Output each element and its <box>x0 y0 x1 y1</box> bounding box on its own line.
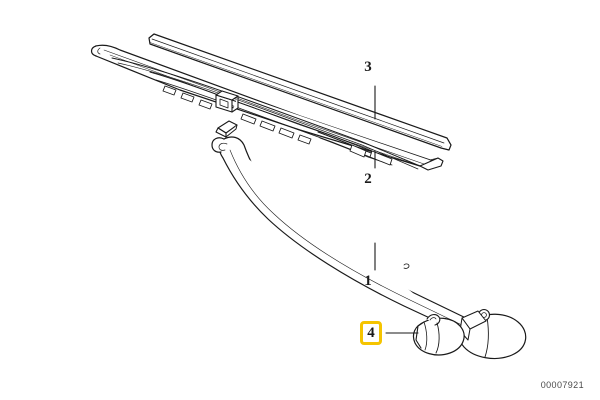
part-4-cover-cap <box>412 314 465 356</box>
callout-label-3[interactable]: 3 <box>364 59 372 75</box>
part-1-wiper-arm <box>211 136 527 360</box>
part-2-wiper-blade <box>90 44 444 171</box>
diagram-part-number: 00007921 <box>540 380 584 390</box>
part-3-refill-strip <box>148 33 452 151</box>
callout-label-4-highlighted[interactable]: 4 <box>360 321 382 345</box>
leader-lines <box>374 85 419 334</box>
callout-label-1[interactable]: 1 <box>364 273 372 289</box>
callout-label-2[interactable]: 2 <box>364 171 372 187</box>
